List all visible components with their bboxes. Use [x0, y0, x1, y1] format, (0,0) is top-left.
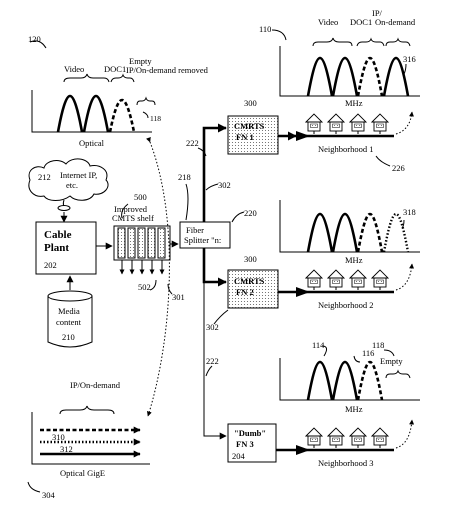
label-ipod-top: IP/	[372, 8, 383, 18]
ref-318: 318	[403, 207, 416, 217]
ref-310: 310	[52, 432, 65, 442]
label-ipod-top-sub: On-demand	[375, 17, 416, 27]
ref-110: 110	[259, 24, 271, 34]
label-cmrts1-sub: FN 1	[236, 132, 254, 142]
label-cmrts1: CMRTS	[234, 121, 265, 131]
label-neighborhood-2: Neighborhood 2	[318, 300, 373, 310]
ref-312: 312	[60, 444, 73, 454]
ref-300-mid: 300	[244, 254, 257, 264]
houses-neighborhood-1	[305, 113, 389, 135]
label-internet: Internet IP,	[60, 170, 97, 180]
ref-222-top: 222	[186, 138, 199, 148]
dumb-fn3-box	[227, 423, 277, 463]
ref-204: 204	[232, 451, 246, 461]
label-improved-sub: CMTS shelf	[112, 213, 154, 223]
label-ipod-bottom: IP/On-demand	[70, 380, 121, 390]
label-media-sub: content	[56, 317, 82, 327]
ref-302-mid: 302	[206, 322, 219, 332]
label-splitter-sub: Splitter "n:	[184, 235, 221, 245]
label-video-top: Video	[318, 17, 338, 27]
ref-316: 316	[403, 54, 416, 64]
label-mhz-2: MHz	[345, 255, 363, 265]
ref-300-top: 300	[244, 98, 257, 108]
ref-114: 114	[312, 340, 325, 350]
media-content-cylinder	[47, 290, 93, 348]
houses-neighborhood-2	[305, 269, 389, 291]
ref-212: 212	[38, 172, 51, 182]
label-media: Media	[58, 306, 80, 316]
ref-120: 120	[28, 34, 41, 44]
label-empty-bottom: Empty	[380, 356, 403, 366]
label-cable-plant-sub: Plant	[44, 242, 69, 254]
ref-220: 220	[244, 208, 257, 218]
ref-302-top: 302	[218, 180, 231, 190]
label-mhz-1: MHz	[345, 98, 363, 108]
cable-plant-box	[35, 221, 97, 275]
label-cable-plant: Cable	[44, 229, 72, 241]
spectrum-neighborhood-2	[279, 200, 420, 253]
ref-222-bottom: 222	[206, 356, 219, 366]
ref-202: 202	[44, 260, 57, 270]
label-neighborhood-1: Neighborhood 1	[318, 144, 373, 154]
ref-118-bottom: 118	[372, 340, 384, 350]
label-dumb-sub: FN 3	[236, 439, 254, 449]
ref-301: 301	[172, 292, 185, 302]
spectrum-neighborhood-3	[279, 345, 420, 401]
houses-neighborhood-3	[305, 427, 389, 449]
label-doc1-top: DOC1	[350, 17, 372, 27]
cmrts-fn1-box	[227, 115, 279, 155]
label-dumb: "Dumb"	[234, 428, 266, 438]
ref-218: 218	[178, 172, 191, 182]
optical-gige-spectrum	[27, 405, 150, 493]
label-video-left: Video	[64, 64, 84, 74]
ref-116: 116	[362, 348, 374, 358]
label-improved: Improved	[114, 204, 148, 214]
label-optical: Optical	[79, 138, 105, 148]
ref-304: 304	[42, 490, 56, 500]
label-internet-sub: etc.	[66, 180, 78, 190]
left-optical-spectrum	[29, 40, 156, 133]
label-cmrts2: CMRTS	[234, 276, 265, 286]
cmrts-fn2-box	[227, 269, 279, 309]
spectrum-neighborhood-1	[271, 29, 420, 97]
ref-118: 118	[150, 114, 161, 123]
ref-502: 502	[138, 282, 151, 292]
label-cmrts2-sub: FN 2	[236, 287, 254, 297]
label-empty-left-sub: IP/On-demand removed	[126, 65, 209, 75]
label-doc1-left: DOC1	[104, 64, 126, 74]
label-optical-gige: Optical GigE	[60, 468, 105, 478]
ref-226: 226	[392, 163, 405, 173]
ref-500: 500	[134, 192, 147, 202]
ref-210: 210	[62, 332, 75, 342]
label-empty-left: Empty	[129, 56, 152, 66]
label-mhz-3: MHz	[345, 404, 363, 414]
label-splitter: Fiber	[186, 225, 204, 235]
label-neighborhood-3: Neighborhood 3	[318, 458, 373, 468]
internet-cloud	[28, 158, 109, 211]
